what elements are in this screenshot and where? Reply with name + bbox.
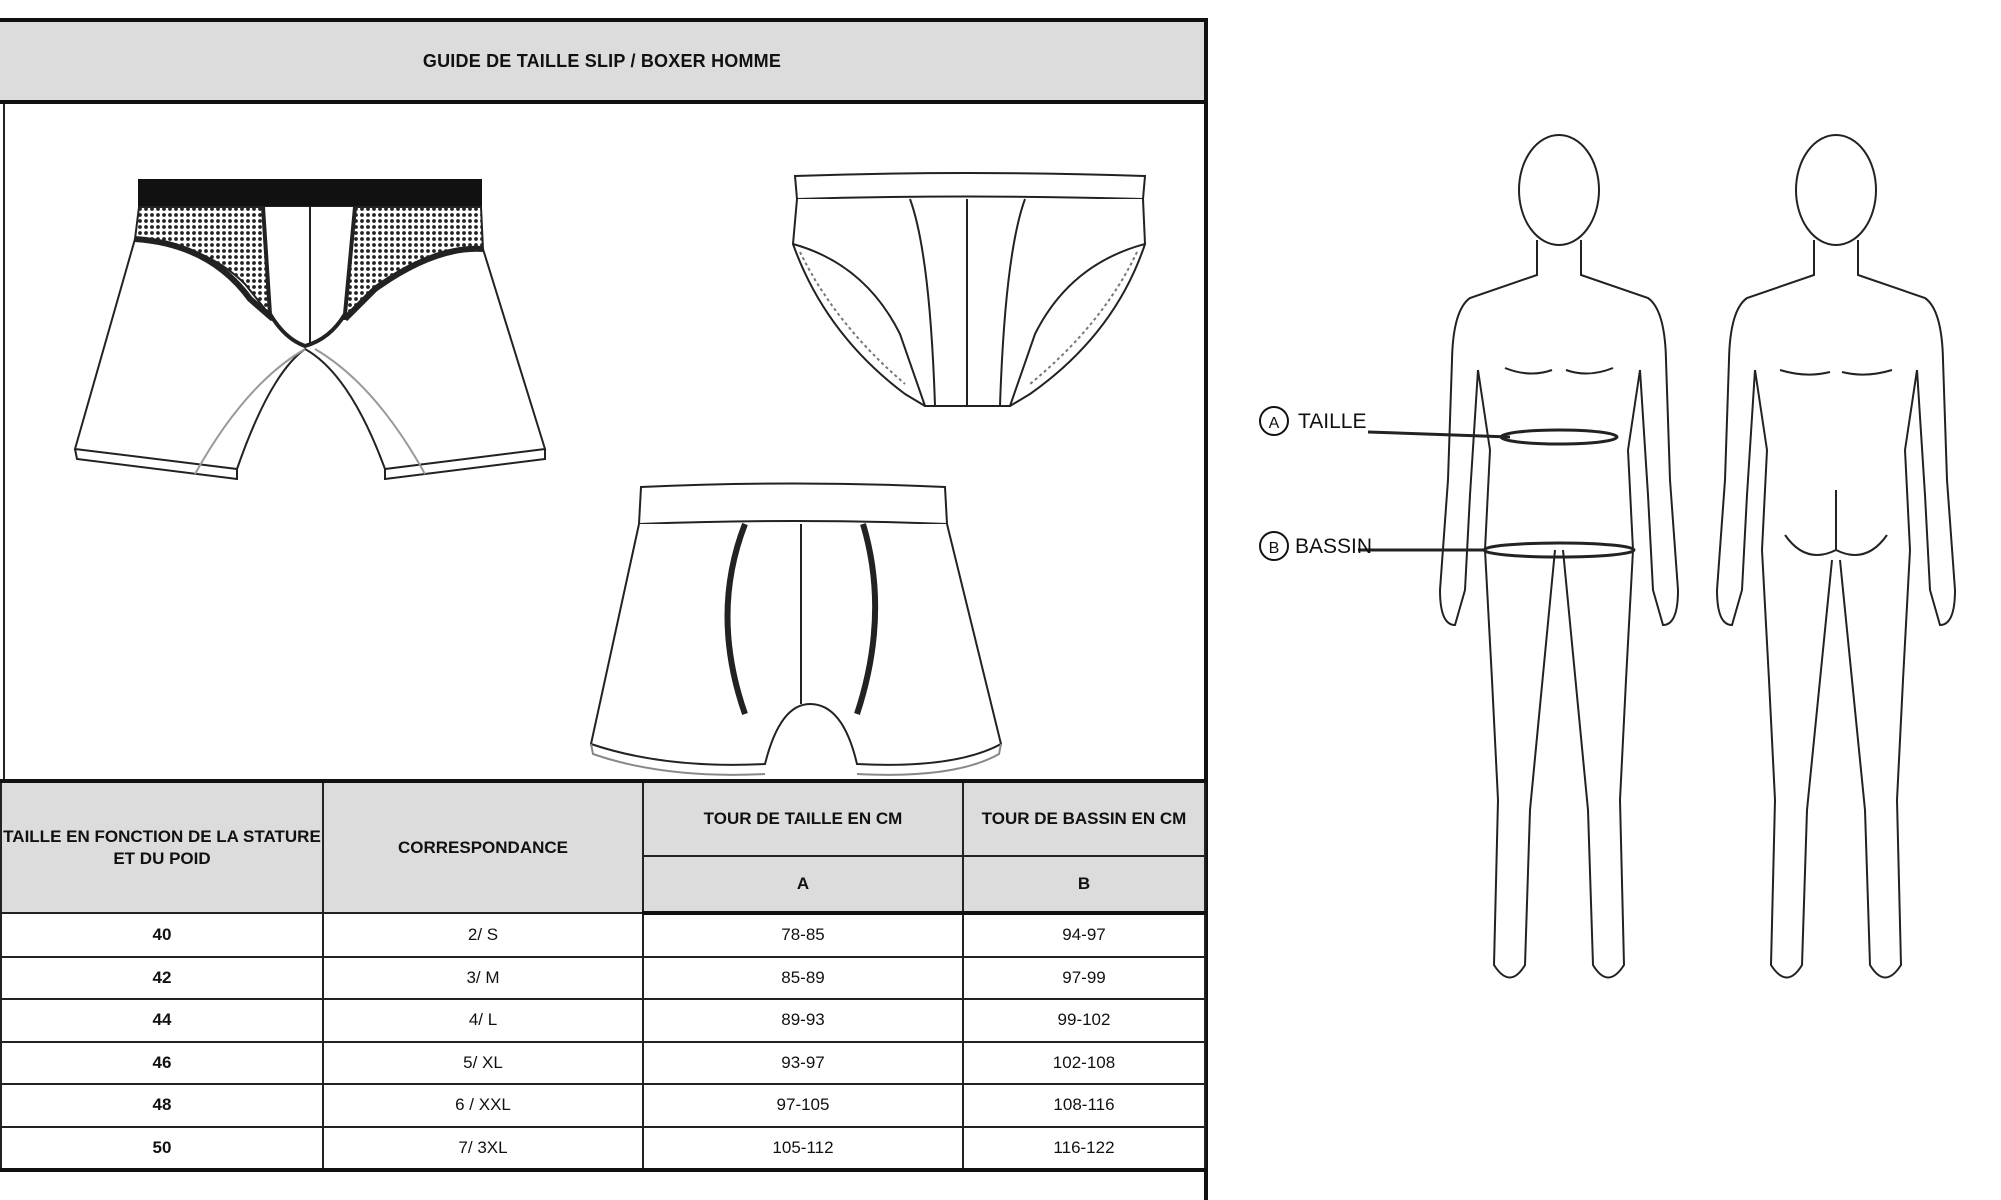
measurement-a: A TAILLE	[1259, 406, 1366, 436]
hip-line	[1482, 541, 1636, 559]
correspondance-cell: 3/ M	[322, 955, 644, 1000]
header-hip-letter-text: B	[1077, 874, 1091, 893]
waist-line	[1499, 428, 1619, 446]
body-measurement-figures: A TAILLE B BASSIN	[1240, 120, 2000, 1040]
header-size-text: TAILLE EN FONCTION DE LA STATURE ET DU P…	[3, 826, 321, 868]
waist-cell: 89-93	[642, 998, 964, 1043]
hip-cell: 116-122	[962, 1125, 1206, 1172]
table-row: 44 4/ L 89-93 99-102	[0, 998, 1206, 1043]
correspondance-cell: 6 / XXL	[322, 1083, 644, 1128]
table-row: 46 5/ XL 93-97 102-108	[0, 1040, 1206, 1085]
size-cell: 50	[0, 1125, 324, 1172]
table-row: 42 3/ M 85-89 97-99	[0, 955, 1206, 1000]
header-correspondance-text: CORRESPONDANCE	[397, 837, 569, 857]
table-row: 50 7/ 3XL 105-112 116-122	[0, 1125, 1206, 1172]
body-diagram: A TAILLE B BASSIN	[1259, 134, 1957, 979]
header-waist-text: TOUR DE TAILLE EN CM	[703, 809, 903, 828]
size-cell: 40	[0, 912, 324, 958]
size-guide: GUIDE DE TAILLE SLIP / BOXER HOMME	[0, 18, 1208, 1200]
waist-cell: 97-105	[642, 1083, 964, 1128]
circle-a-icon	[1259, 406, 1289, 436]
size-table: TAILLE EN FONCTION DE LA STATURE ET DU P…	[0, 779, 1206, 1172]
correspondance-cell: 2/ S	[322, 912, 644, 958]
hip-cell: 94-97	[962, 912, 1206, 958]
back-body-figure	[1715, 134, 1957, 979]
garment-drawings	[73, 172, 1147, 776]
size-cell: 48	[0, 1083, 324, 1128]
hip-cell: 102-108	[962, 1040, 1206, 1085]
waist-cell: 93-97	[642, 1040, 964, 1085]
measure-b-label: BASSIN	[1295, 535, 1372, 558]
header-waist-letter-text: A	[796, 874, 810, 893]
measure-b-letter: B	[1269, 540, 1280, 557]
size-cell: 46	[0, 1040, 324, 1085]
header-hip-text: TOUR DE BASSIN EN CM	[981, 809, 1187, 828]
header-correspondance: CORRESPONDANCE	[322, 779, 644, 914]
waist-cell: 78-85	[642, 912, 964, 958]
correspondance-cell: 4/ L	[322, 998, 644, 1043]
size-cell: 42	[0, 955, 324, 1000]
hip-cell: 99-102	[962, 998, 1206, 1043]
measurement-b: B BASSIN	[1259, 531, 1372, 561]
waist-cell: 105-112	[642, 1125, 964, 1172]
size-cell: 44	[0, 998, 324, 1043]
table-row: 48 6 / XXL 97-105 108-116	[0, 1083, 1206, 1128]
header-hip-letter: B	[962, 855, 1206, 915]
hip-cell: 108-116	[962, 1083, 1206, 1128]
garment-illustrations	[3, 104, 1203, 779]
measure-a-label: TAILLE	[1298, 410, 1366, 433]
table-row: 40 2/ S 78-85 94-97	[0, 912, 1206, 958]
correspondance-cell: 7/ 3XL	[322, 1125, 644, 1172]
waist-cell: 85-89	[642, 955, 964, 1000]
header-size: TAILLE EN FONCTION DE LA STATURE ET DU P…	[0, 779, 324, 914]
boxer-illustration	[589, 482, 1003, 776]
long-boxer-illustration	[73, 179, 547, 481]
hip-cell: 97-99	[962, 955, 1206, 1000]
measure-a-letter: A	[1269, 415, 1280, 432]
front-body-figure	[1358, 134, 1680, 979]
brief-illustration	[791, 172, 1147, 407]
header-hip: TOUR DE BASSIN EN CM	[962, 779, 1206, 857]
correspondance-cell: 5/ XL	[322, 1040, 644, 1085]
header-waist-letter: A	[642, 855, 964, 915]
header-waist: TOUR DE TAILLE EN CM	[642, 779, 964, 857]
guide-title: GUIDE DE TAILLE SLIP / BOXER HOMME	[0, 22, 1204, 104]
circle-b-icon	[1259, 531, 1289, 561]
